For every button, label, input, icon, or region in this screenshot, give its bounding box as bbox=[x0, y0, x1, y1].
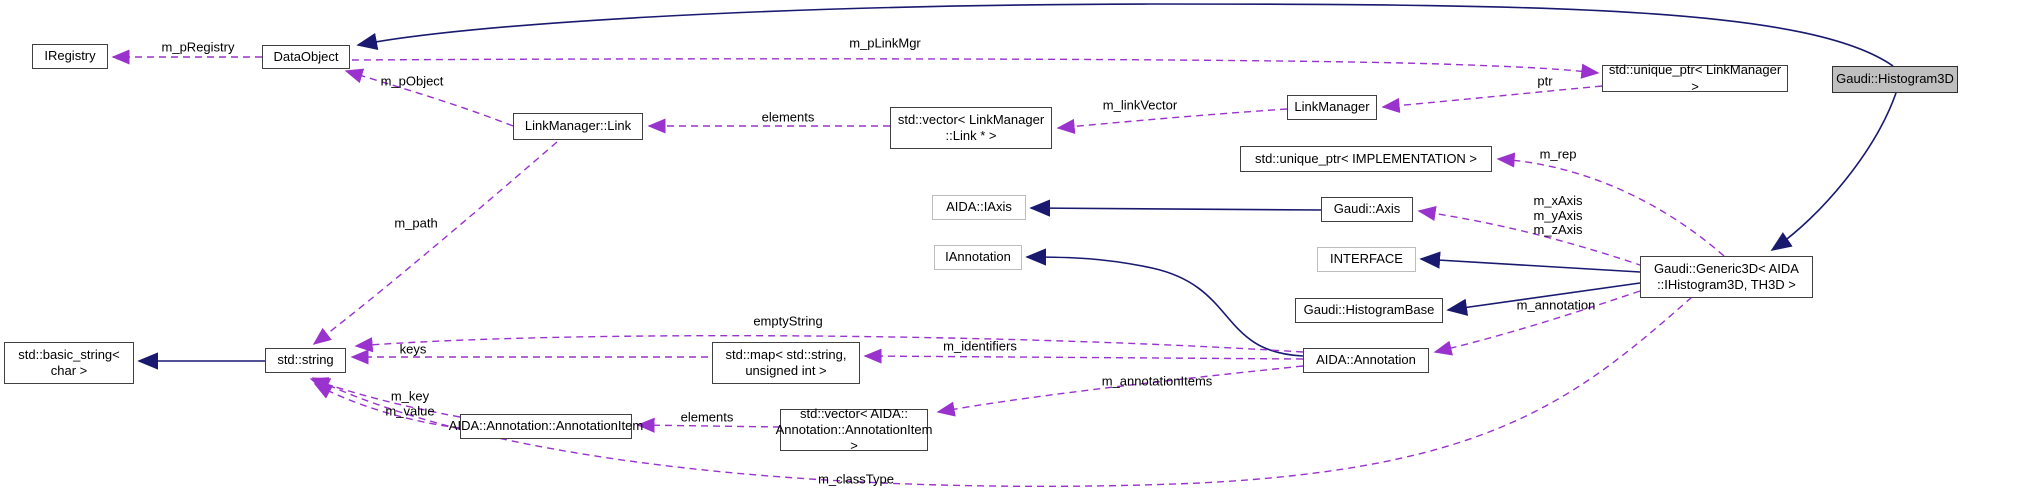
class-node-vector-linkmanager-link[interactable]: std::vector< LinkManager ::Link * > bbox=[890, 107, 1052, 149]
class-node-iannotation[interactable]: IAnnotation bbox=[934, 245, 1022, 270]
class-node-unique-ptr-linkmanager[interactable]: std::unique_ptr< LinkManager > bbox=[1602, 62, 1788, 94]
edge-generic3d-interface bbox=[1419, 251, 1641, 273]
class-node-interface[interactable]: INTERFACE bbox=[1317, 247, 1416, 272]
class-node-gaudi-histogrambase[interactable]: Gaudi::HistogramBase bbox=[1295, 298, 1443, 323]
edge-label-m-identifiers: m_identifiers bbox=[943, 338, 1017, 354]
edge-generic3d-histogrambase bbox=[1446, 282, 1641, 316]
edge-annotation-iannotation bbox=[1025, 248, 1304, 357]
edge-label-m-linkvector: m_linkVector bbox=[1102, 97, 1178, 113]
class-node-gaudi-generic3d[interactable]: Gaudi::Generic3D< AIDA ::IHistogram3D, T… bbox=[1640, 256, 1813, 298]
edge-label-m-annotation: m_annotation bbox=[1516, 297, 1596, 313]
edge-histogram3d-dataobject bbox=[356, 3, 1894, 67]
class-node-linkmanager-link[interactable]: LinkManager::Link bbox=[513, 113, 643, 140]
edge-axis-iaxis bbox=[1029, 199, 1322, 217]
class-node-std-map[interactable]: std::map< std::string, unsigned int > bbox=[712, 342, 860, 384]
edge-m-path bbox=[312, 141, 558, 345]
class-node-vector-annotation-item[interactable]: std::vector< AIDA:: Annotation::Annotati… bbox=[775, 405, 933, 454]
edge-label-elements-top: elements bbox=[761, 109, 815, 125]
edge-label-m-classtype: m_classType bbox=[818, 471, 894, 487]
edge-ptr bbox=[1381, 85, 1603, 114]
edge-label-m-pregistry: m_pRegistry bbox=[161, 39, 235, 55]
class-node-gaudi-histogram3d-current[interactable]: Gaudi::Histogram3D bbox=[1832, 66, 1958, 93]
class-node-aida-annotation[interactable]: AIDA::Annotation bbox=[1303, 348, 1429, 373]
edge-label-keys: keys bbox=[399, 341, 427, 357]
edge-label-m-xyzaxis: m_xAxis m_yAxis m_zAxis bbox=[1533, 193, 1583, 238]
edge-elements-bottom bbox=[636, 417, 781, 433]
edge-label-m-key-m-value: m_key m_value bbox=[385, 388, 435, 418]
class-node-std-string[interactable]: std::string bbox=[265, 348, 346, 373]
edge-m-rep bbox=[1496, 152, 1725, 257]
class-node-gaudi-axis[interactable]: Gaudi::Axis bbox=[1321, 197, 1413, 222]
edge-m-annotationitems bbox=[936, 365, 1304, 417]
class-node-iregistry[interactable]: IRegistry bbox=[32, 44, 108, 69]
edge-label-m-rep: m_rep bbox=[1539, 146, 1577, 162]
class-node-basic-string[interactable]: std::basic_string< char > bbox=[4, 342, 134, 384]
edge-label-m-path: m_path bbox=[394, 215, 438, 231]
edge-label-m-pobject: m_pObject bbox=[380, 73, 444, 89]
class-node-dataobject[interactable]: DataObject bbox=[262, 45, 350, 69]
edge-label-emptystring: emptyString bbox=[753, 313, 823, 329]
edge-label-m-plinkmgr: m_pLinkMgr bbox=[849, 35, 921, 51]
edge-label-m-annotationitems: m_annotationItems bbox=[1101, 373, 1213, 389]
class-node-linkmanager[interactable]: LinkManager bbox=[1287, 95, 1377, 120]
class-node-annotation-item[interactable]: AIDA::Annotation::AnnotationItem bbox=[449, 414, 643, 439]
class-node-unique-ptr-implementation[interactable]: std::unique_ptr< IMPLEMENTATION > bbox=[1240, 146, 1492, 172]
edge-m-plinkmgr bbox=[351, 58, 1600, 79]
edge-m-annotation bbox=[1433, 290, 1641, 356]
edge-label-ptr: ptr bbox=[1537, 73, 1553, 89]
edge-emptystring bbox=[354, 334, 1304, 353]
edge-m-classtype bbox=[311, 296, 1693, 488]
edge-label-elements-bottom: elements bbox=[680, 409, 734, 425]
edge-histogram3d-generic3d bbox=[1770, 92, 1897, 251]
edge-m-identifiers bbox=[863, 348, 1304, 364]
edge-m-xyzaxis bbox=[1417, 205, 1644, 267]
class-node-aida-iaxis[interactable]: AIDA::IAxis bbox=[932, 195, 1026, 220]
